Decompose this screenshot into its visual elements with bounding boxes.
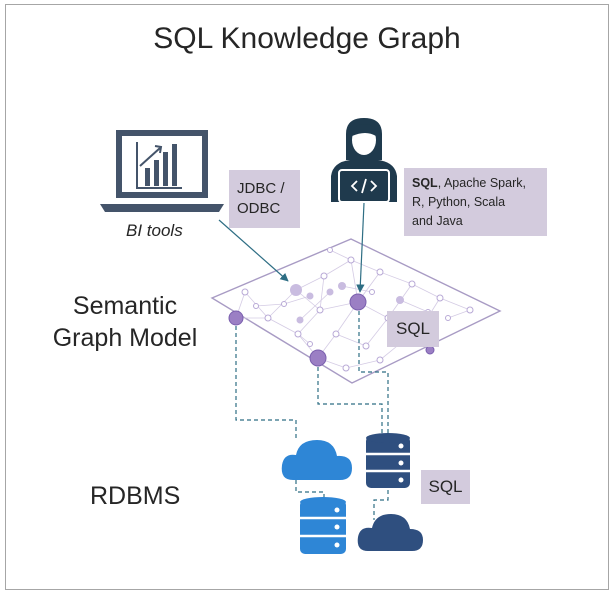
languages-line3: and Java	[412, 214, 463, 228]
bi-tools-caption: BI tools	[126, 221, 183, 240]
sql-bold-text: SQL	[412, 176, 438, 190]
jdbc-odbc-line1: JDBC /	[237, 180, 285, 197]
developer-icon	[331, 118, 397, 203]
semantic-label-line1: Semantic	[72, 292, 178, 320]
laptop-chart-icon	[100, 130, 224, 212]
jdbc-odbc-label: JDBC / ODBC	[229, 170, 300, 228]
languages-line2: R, Python, Scala	[412, 195, 506, 209]
graph-sql-label: SQL	[387, 311, 439, 347]
diagram-title: SQL Knowledge Graph	[153, 22, 461, 55]
semantic-graph-network	[210, 238, 502, 384]
jdbc-odbc-line2: ODBC	[237, 200, 281, 217]
diagram-frame	[5, 4, 609, 590]
database-icon	[300, 497, 346, 554]
languages-line1: SQL, Apache Spark,	[412, 174, 547, 193]
languages-label: SQL, Apache Spark, R, Python, Scala and …	[404, 168, 547, 236]
rdbms-sql-label: SQL	[421, 470, 470, 504]
semantic-label-line2: Graph Model	[52, 324, 198, 352]
connector-lines	[218, 202, 389, 520]
semantic-graph-model-label: Semantic Graph Model	[20, 290, 230, 354]
rdbms-label: RDBMS	[90, 482, 181, 510]
cloud-icon	[281, 440, 352, 480]
cloud-icon	[357, 514, 423, 551]
database-icon	[366, 433, 410, 488]
languages-line1-rest: , Apache Spark,	[437, 176, 526, 190]
